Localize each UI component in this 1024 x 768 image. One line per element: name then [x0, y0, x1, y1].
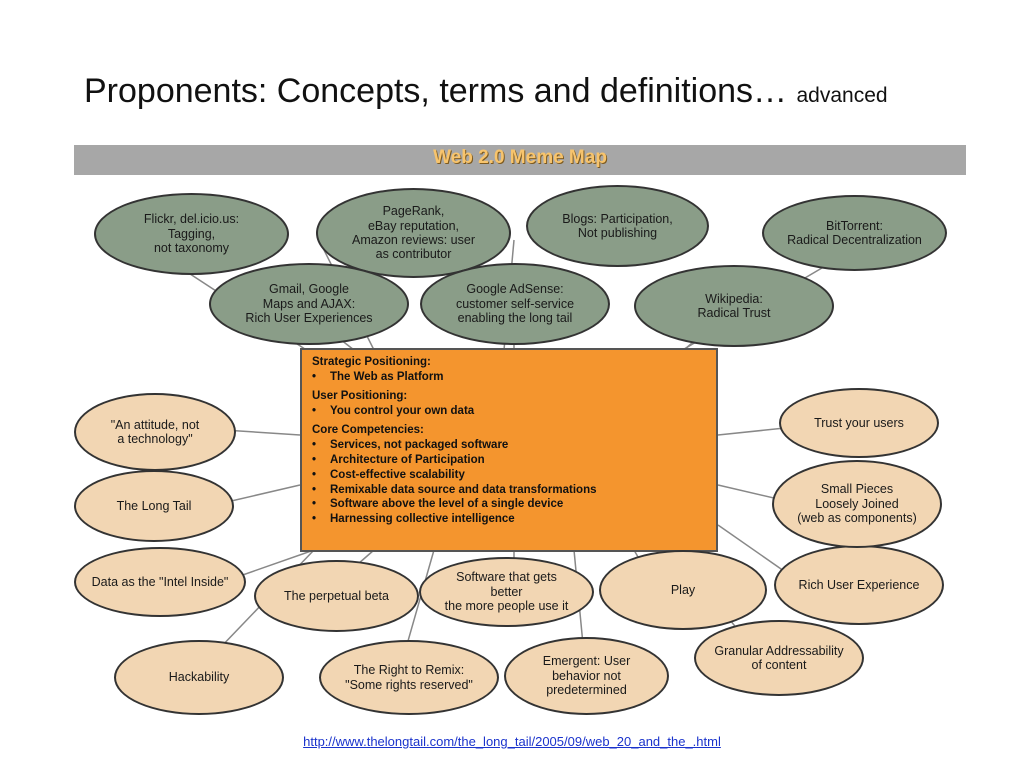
node-user-as-contributor: PageRank, eBay reputation, Amazon review…: [316, 188, 511, 278]
node-participation: Blogs: Participation, Not publishing: [526, 185, 709, 267]
node-radical-trust: Wikipedia: Radical Trust: [634, 265, 834, 347]
slide-subtitle: advanced: [796, 84, 888, 107]
slide-title-text: Proponents: Concepts, terms and definiti…: [84, 72, 788, 110]
node-radical-decentralization: BitTorrent: Radical Decentralization: [762, 195, 947, 271]
connector-line: [223, 429, 301, 436]
core-competencies-list: Services, not packaged software Architec…: [312, 438, 706, 528]
node-long-tail-adsense: Google AdSense: customer self-service en…: [420, 263, 610, 345]
node-rich-user-experiences: Gmail, Google Maps and AJAX: Rich User E…: [209, 263, 409, 345]
list-item: Harnessing collective intelligence: [312, 512, 706, 527]
node-long-tail: The Long Tail: [74, 470, 234, 542]
web20-meme-map: Web 2.0 Meme Map Flickr, del.icio.us:: [74, 145, 966, 717]
node-hackability: Hackability: [114, 640, 284, 715]
node-right-to-remix: The Right to Remix: "Some rights reserve…: [319, 640, 499, 715]
source-link[interactable]: http://www.thelongtail.com/the_long_tail…: [303, 734, 721, 749]
core-competencies-box: Strategic Positioning: The Web as Platfo…: [300, 348, 718, 552]
list-item: The Web as Platform: [312, 370, 706, 385]
node-perpetual-beta: The perpetual beta: [254, 560, 419, 632]
node-attitude: "An attitude, not a technology": [74, 393, 236, 471]
meme-map-title: Web 2.0 Meme Map: [433, 147, 607, 168]
connector-line: [403, 549, 435, 656]
meme-map-header-bar: [74, 145, 966, 175]
list-item: Architecture of Participation: [312, 453, 706, 468]
strategic-positioning-list: The Web as Platform: [312, 370, 706, 385]
list-item: Cost-effective scalability: [312, 468, 706, 483]
node-emergent: Emergent: User behavior not predetermine…: [504, 637, 669, 715]
node-rich-user-experience: Rich User Experience: [774, 545, 944, 625]
node-trust-your-users: Trust your users: [779, 388, 939, 458]
list-item: You control your own data: [312, 404, 706, 419]
list-item: Software above the level of a single dev…: [312, 497, 706, 512]
list-item: Remixable data source and data transform…: [312, 483, 706, 498]
strategic-positioning-heading: Strategic Positioning:: [312, 356, 431, 368]
node-tagging: Flickr, del.icio.us: Tagging, not taxono…: [94, 193, 289, 275]
node-granular-addressability: Granular Addressability of content: [694, 620, 864, 696]
user-positioning-heading: User Positioning:: [312, 389, 408, 402]
slide-title: Proponents: Concepts, terms and definiti…: [84, 72, 984, 111]
list-item: Services, not packaged software: [312, 438, 706, 453]
core-competencies-heading: Core Competencies:: [312, 423, 424, 436]
node-small-pieces: Small Pieces Loosely Joined (web as comp…: [772, 460, 942, 548]
node-play: Play: [599, 550, 767, 630]
user-positioning-list: You control your own data: [312, 404, 706, 419]
node-software-gets-better: Software that gets better the more peopl…: [419, 557, 594, 627]
node-intel-inside: Data as the "Intel Inside": [74, 547, 246, 617]
